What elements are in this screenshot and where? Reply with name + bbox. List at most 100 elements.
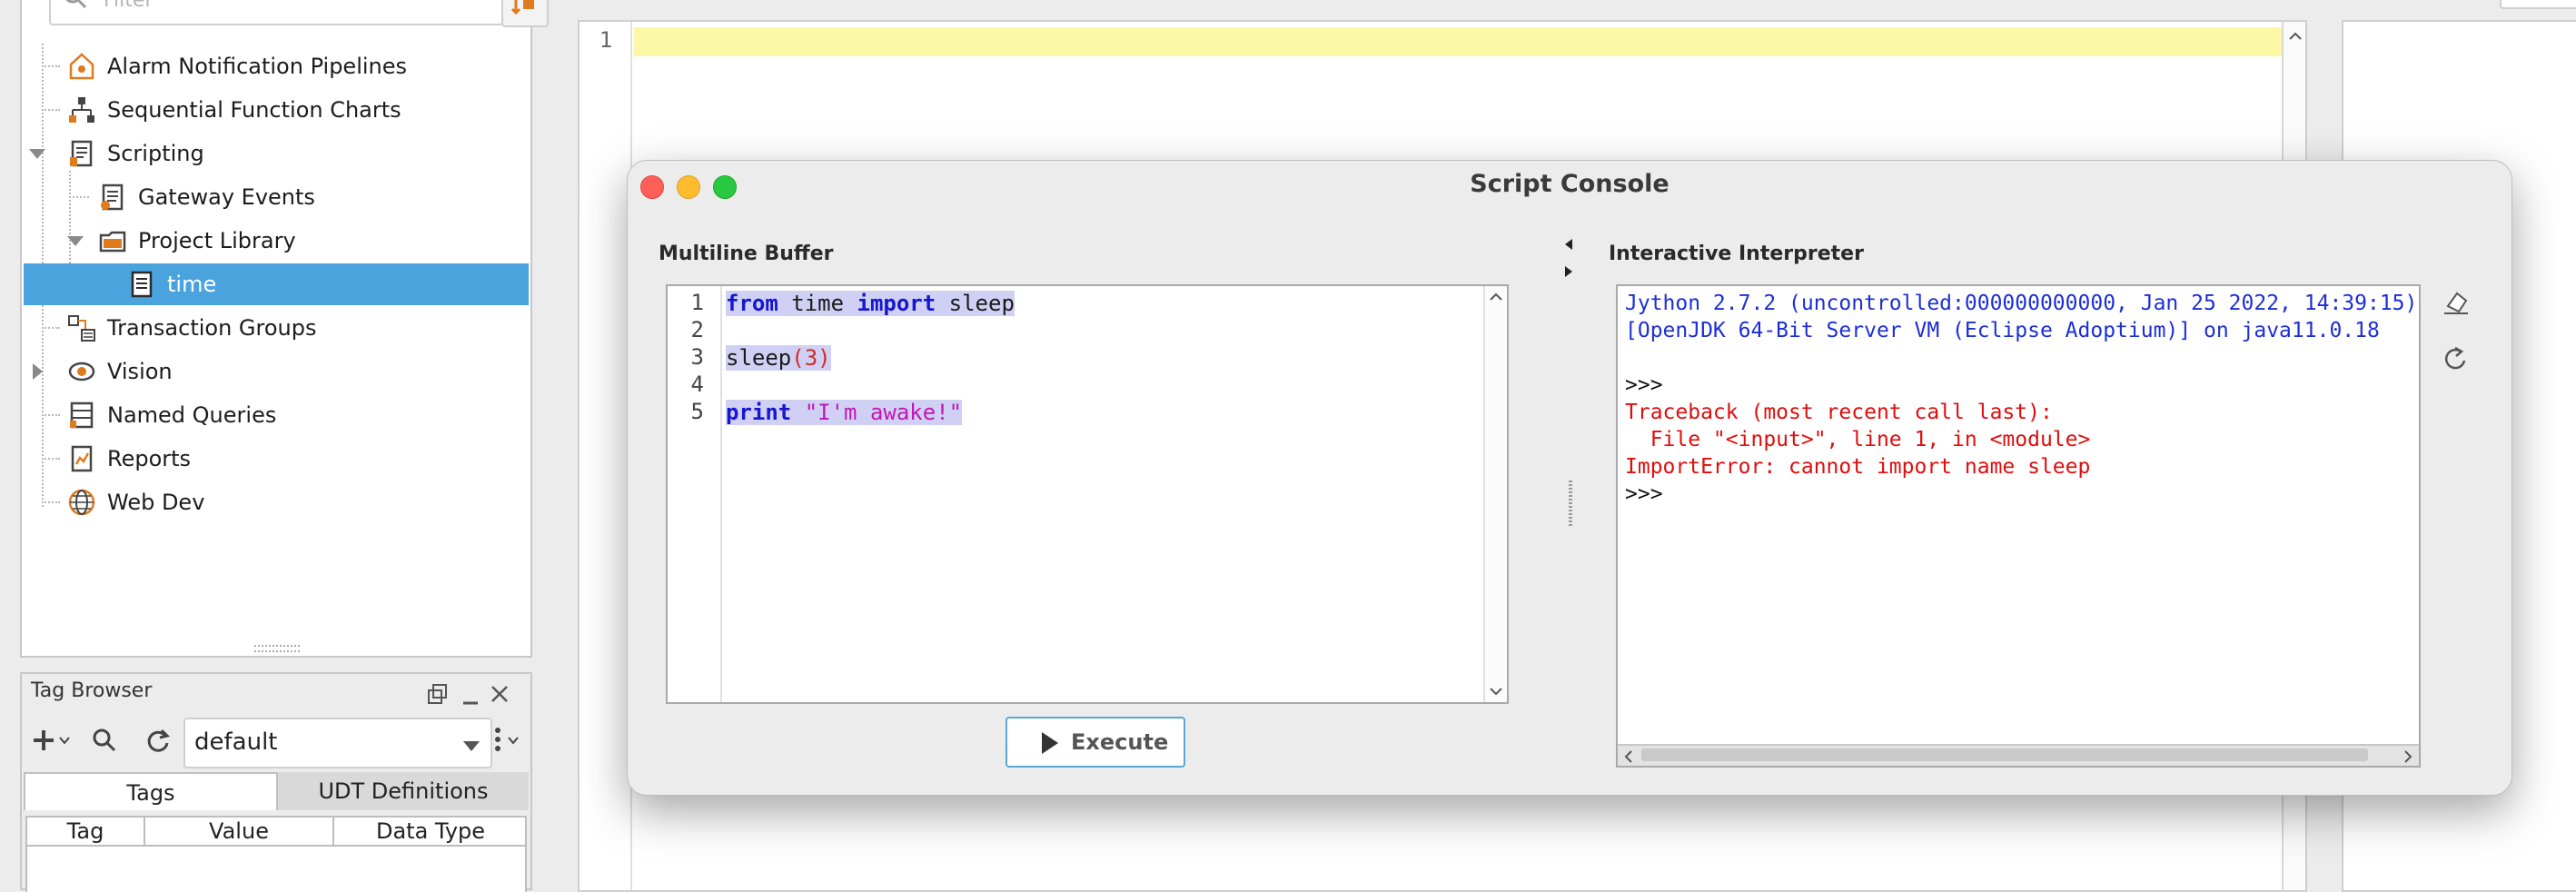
filter-input[interactable]: Filter xyxy=(49,0,503,25)
editor-gutter: 1 2 3 4 5 xyxy=(668,286,722,702)
script-file-icon xyxy=(131,271,153,298)
search-icon xyxy=(65,0,87,9)
tree-connector xyxy=(42,414,60,416)
tag-table-header: Tag Value Data Type xyxy=(25,816,527,847)
clear-output-icon[interactable] xyxy=(2444,292,2468,314)
tree-item-vision[interactable]: Vision xyxy=(24,351,529,392)
interactive-interpreter-output[interactable]: Jython 2.7.2 (uncontrolled:000000000000,… xyxy=(1616,284,2421,768)
interpreter-line: >>> xyxy=(1625,482,1663,506)
line-number: 3 xyxy=(690,344,704,370)
title-bar[interactable]: Script Console xyxy=(628,161,2512,212)
tree-item-scripting[interactable]: Scripting xyxy=(24,133,529,174)
tab-udt-definitions[interactable]: UDT Definitions xyxy=(278,772,529,810)
code-token: sleep xyxy=(936,291,1015,316)
code-token: "I'm awake!" xyxy=(791,400,963,425)
panel-resize-grip[interactable] xyxy=(254,645,300,652)
interpreter-line: ImportError: cannot import name sleep xyxy=(1625,455,2091,479)
tree-connector xyxy=(69,196,89,198)
line-number: 4 xyxy=(690,372,704,397)
scroll-right-icon[interactable] xyxy=(2397,747,2417,765)
tree-item-web-dev[interactable]: Web Dev xyxy=(24,481,529,523)
interpreter-tools xyxy=(2444,292,2468,370)
search-icon[interactable] xyxy=(91,727,118,754)
panel-window-controls xyxy=(428,684,508,705)
tree-item-alarm-notification-pipelines[interactable]: Alarm Notification Pipelines xyxy=(24,45,529,87)
window-title: Script Console xyxy=(1470,170,1669,198)
expand-toggle-icon[interactable] xyxy=(33,363,43,380)
tree-item-reports[interactable]: Reports xyxy=(24,438,529,480)
multiline-buffer-editor[interactable]: 1 2 3 4 5 from time import sleep sleep(3… xyxy=(666,284,1509,704)
scroll-left-icon[interactable] xyxy=(1620,747,1640,765)
expand-toggle-icon[interactable] xyxy=(67,236,84,246)
tree-item-project-library[interactable]: Project Library xyxy=(24,220,529,262)
zoom-window-button[interactable] xyxy=(713,175,737,199)
interpreter-viewport: Jython 2.7.2 (uncontrolled:000000000000,… xyxy=(1618,286,2419,740)
editor-gutter: 1 xyxy=(580,22,632,890)
tree-connector xyxy=(42,65,60,67)
interpreter-line: Traceback (most recent call last): xyxy=(1625,401,2053,424)
tree-item-gateway-events[interactable]: Gateway Events xyxy=(24,176,529,218)
scroll-down-icon[interactable] xyxy=(1486,682,1506,700)
vertical-scrollbar[interactable] xyxy=(1483,286,1507,702)
collapse-left-icon xyxy=(1565,239,1572,250)
line-number: 1 xyxy=(690,290,704,315)
transaction-groups-icon xyxy=(68,315,95,342)
collapse-right-icon xyxy=(1565,266,1572,277)
line-number: 5 xyxy=(690,399,704,424)
right-top-field[interactable] xyxy=(2500,0,2576,9)
code-token: time xyxy=(778,291,857,316)
split-pane-grip[interactable] xyxy=(1569,481,1572,526)
filter-tool-icon xyxy=(510,0,534,15)
tag-provider-value: default xyxy=(194,728,278,756)
chevron-down-icon xyxy=(463,741,480,751)
interpreter-line: [OpenJDK 64-Bit Server VM (Eclipse Adopt… xyxy=(1625,319,2380,342)
tree-item-named-queries[interactable]: Named Queries xyxy=(24,394,529,436)
close-panel-icon[interactable] xyxy=(491,686,508,702)
execute-label: Execute xyxy=(1071,729,1169,755)
code-token: (3) xyxy=(791,345,831,371)
tag-provider-select[interactable]: default xyxy=(183,718,492,768)
column-header-data-type[interactable]: Data Type xyxy=(375,818,486,844)
tag-table-body[interactable] xyxy=(25,847,527,892)
minimize-window-button[interactable] xyxy=(677,175,700,199)
sfc-chart-icon xyxy=(69,97,94,123)
float-panel-icon[interactable] xyxy=(428,684,447,704)
column-header-tag[interactable]: Tag xyxy=(27,818,145,845)
vision-icon xyxy=(68,362,95,382)
column-header-value[interactable]: Value xyxy=(145,818,334,845)
scroll-up-icon[interactable] xyxy=(2285,27,2305,45)
interpreter-line: File "<input>", line 1, in <module> xyxy=(1625,428,2091,451)
filter-placeholder: Filter xyxy=(104,0,154,12)
code-token: sleep xyxy=(726,345,792,371)
line-number: 1 xyxy=(599,27,613,53)
tree-connector xyxy=(42,109,60,111)
web-dev-icon xyxy=(68,489,95,516)
current-line-highlight xyxy=(634,27,2282,56)
execute-button[interactable]: Execute xyxy=(1006,717,1185,768)
refresh-icon[interactable] xyxy=(144,727,171,754)
scroll-up-icon[interactable] xyxy=(1486,288,1506,306)
reset-interpreter-icon[interactable] xyxy=(2445,346,2466,370)
filter-options-button[interactable] xyxy=(501,0,549,27)
more-options-icon[interactable] xyxy=(489,725,525,756)
close-window-button[interactable] xyxy=(640,175,664,199)
alarm-pipeline-icon xyxy=(69,53,94,80)
tree-item-time[interactable]: time xyxy=(24,263,529,305)
split-pane-arrows[interactable] xyxy=(1558,232,1580,286)
code-line-3: sleep(3) xyxy=(726,344,831,372)
project-library-icon xyxy=(99,231,126,253)
tag-browser-tabs: Tags UDT Definitions xyxy=(24,772,529,810)
scrollbar-thumb[interactable] xyxy=(1641,748,2368,761)
horizontal-scrollbar[interactable] xyxy=(1618,744,2419,766)
tree-connector xyxy=(42,501,60,503)
tree-item-sequential-function-charts[interactable]: Sequential Function Charts xyxy=(24,89,529,131)
code-line-5: print "I'm awake!" xyxy=(726,399,963,426)
tree-connector xyxy=(42,327,60,329)
expand-toggle-icon[interactable] xyxy=(29,149,45,159)
multiline-buffer-label: Multiline Buffer xyxy=(659,243,834,265)
tag-browser-title: Tag Browser xyxy=(31,679,153,702)
interpreter-line: Jython 2.7.2 (uncontrolled:000000000000,… xyxy=(1625,292,2418,315)
tree-item-transaction-groups[interactable]: Transaction Groups xyxy=(24,307,529,349)
add-tag-icon[interactable] xyxy=(33,727,73,754)
tab-tags[interactable]: Tags xyxy=(24,772,278,810)
